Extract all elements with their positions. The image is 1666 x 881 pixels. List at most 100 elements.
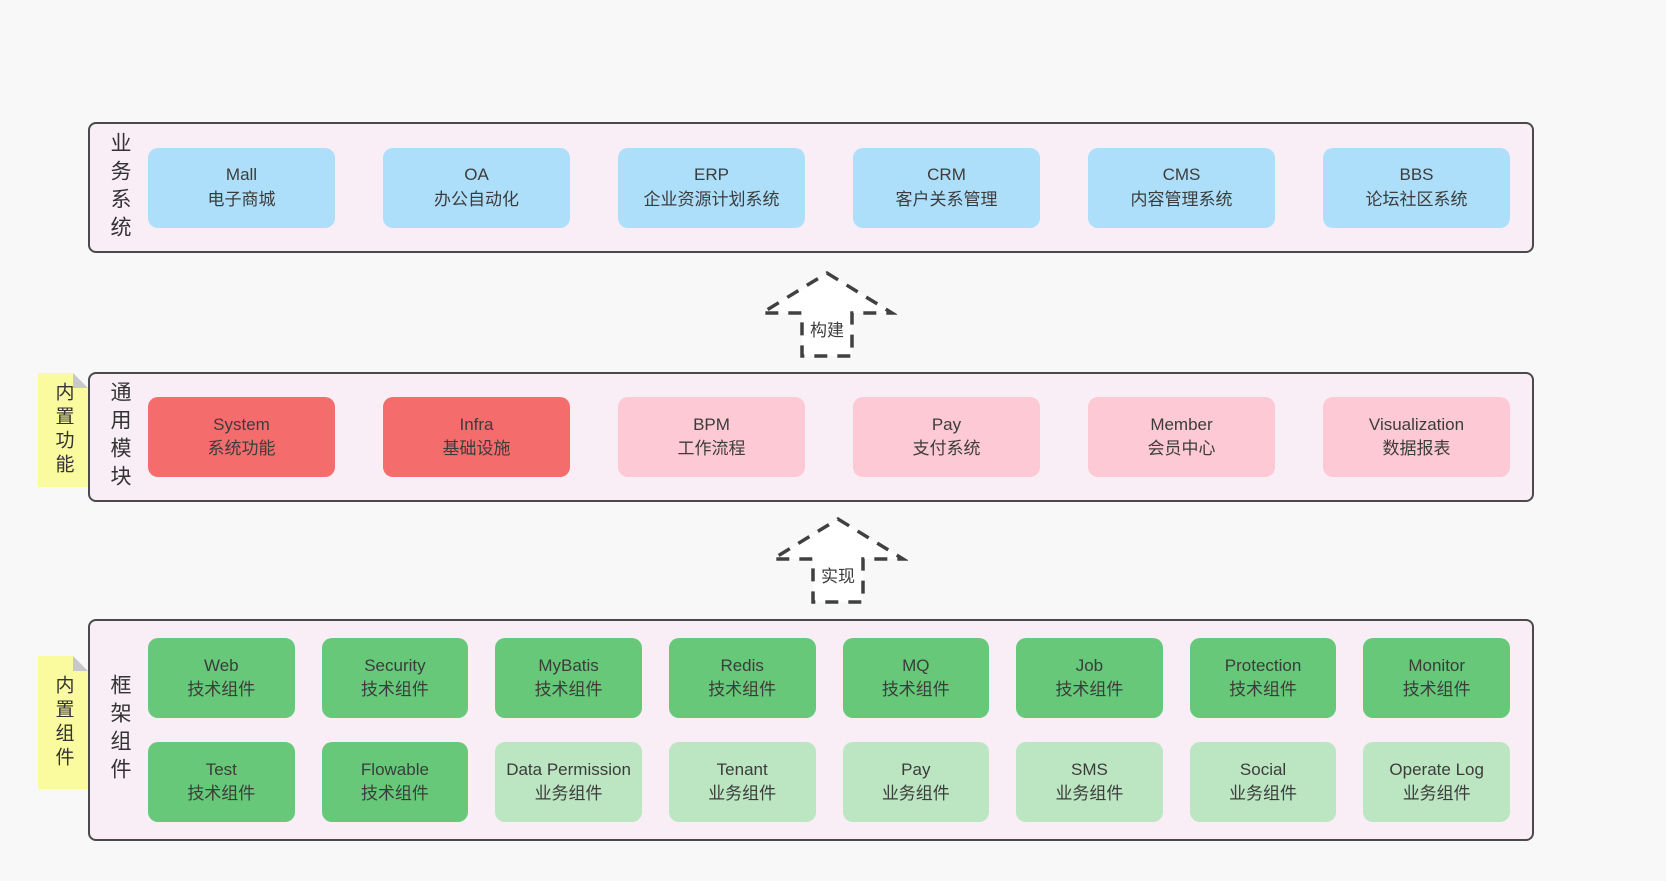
implement-arrow-label: 实现 (818, 562, 858, 587)
box-security: Security 技术组件 (321, 638, 469, 718)
box-name: SMS (1071, 759, 1108, 779)
box-desc: 业务组件 (708, 784, 777, 803)
box-name: Job (1075, 655, 1104, 675)
box-desc: 业务组件 (1402, 784, 1471, 803)
box-name: Visualization (1368, 414, 1465, 434)
box-protection: Protection 技术组件 (1189, 638, 1337, 718)
box-name: Mall (225, 165, 258, 185)
box-name: BBS (1399, 165, 1434, 185)
box-flowable: Flowable 技术组件 (321, 742, 469, 822)
business-layer-label: 业务系统 (108, 131, 131, 244)
box-name: Monitor (1408, 655, 1466, 675)
box-desc: 数据报表 (1382, 439, 1451, 458)
box-desc: 技术组件 (708, 680, 777, 699)
box-desc: 技术组件 (1229, 680, 1298, 699)
box-cms: CMS 内容管理系统 (1088, 147, 1275, 228)
components-box-row-2: Test 技术组件 Flowable 技术组件 Data Permission … (148, 742, 1510, 822)
box-oa: OA 办公自动化 (383, 147, 570, 228)
box-pay-component: Pay 业务组件 (842, 742, 990, 822)
box-desc: 技术组件 (360, 784, 429, 803)
note-text: 内置功能 (52, 382, 74, 478)
box-mq: MQ 技术组件 (842, 638, 990, 718)
box-operate-log: Operate Log 业务组件 (1363, 742, 1510, 822)
box-name: Protection (1224, 655, 1302, 675)
box-name: ERP (694, 165, 729, 185)
box-desc: 企业资源计划系统 (643, 189, 780, 209)
box-desc: 技术组件 (187, 784, 256, 803)
box-desc: 论坛社区系统 (1365, 189, 1468, 209)
box-mall: Mall 电子商城 (148, 147, 335, 228)
modules-box-area: System 系统功能 Infra 基础设施 BPM 工作流程 Pay 支付系统… (148, 374, 1532, 500)
box-name: CMS (1162, 165, 1201, 185)
box-name: OA (464, 165, 489, 185)
box-monitor: Monitor 技术组件 (1363, 638, 1510, 718)
box-desc: 电子商城 (207, 189, 276, 209)
box-desc: 支付系统 (912, 439, 981, 458)
box-social: Social 业务组件 (1189, 742, 1337, 822)
box-bpm: BPM 工作流程 (618, 397, 805, 477)
components-box-area: Web 技术组件 Security 技术组件 MyBatis 技术组件 Redi… (148, 621, 1532, 839)
box-name: Social (1239, 759, 1287, 779)
box-erp: ERP 企业资源计划系统 (618, 147, 805, 228)
business-systems-layer: 业务系统 Mall 电子商城 OA 办公自动化 ERP 企业资源计划系统 CRM… (88, 122, 1534, 253)
build-arrow-label: 构建 (807, 316, 847, 341)
box-system: System 系统功能 (148, 397, 335, 477)
framework-components-layer: 框架组件 Web 技术组件 Security 技术组件 MyBatis 技术组件… (88, 619, 1534, 841)
box-desc: 技术组件 (1402, 680, 1471, 699)
box-mybatis: MyBatis 技术组件 (495, 638, 642, 718)
box-name: Data Permission (506, 759, 631, 779)
box-job: Job 技术组件 (1016, 638, 1163, 718)
business-box-area: Mall 电子商城 OA 办公自动化 ERP 企业资源计划系统 CRM 客户关系… (148, 124, 1532, 251)
box-name: Member (1150, 414, 1213, 434)
box-desc: 技术组件 (1055, 680, 1124, 699)
box-name: BPM (693, 414, 730, 434)
sticky-note-built-in-components: 内置组件 (38, 656, 88, 789)
box-name: Redis (720, 655, 764, 675)
box-tenant: Tenant 业务组件 (668, 742, 816, 822)
sticky-note-built-in-features: 内置功能 (38, 373, 88, 487)
note-text: 内置组件 (52, 674, 74, 771)
modules-layer-label: 通用模块 (108, 381, 131, 493)
box-desc: 业务组件 (1229, 784, 1298, 803)
box-desc: 技术组件 (360, 680, 429, 699)
up-arrow-icon (768, 516, 908, 604)
components-box-row-1: Web 技术组件 Security 技术组件 MyBatis 技术组件 Redi… (148, 638, 1510, 718)
box-desc: 会员中心 (1147, 439, 1216, 458)
box-name: System (213, 414, 270, 434)
box-desc: 业务组件 (1055, 784, 1124, 803)
box-desc: 技术组件 (534, 680, 603, 699)
box-name: Operate Log (1389, 759, 1484, 779)
box-desc: 业务组件 (534, 784, 603, 803)
box-name: Flowable (360, 759, 429, 779)
box-visualization: Visualization 数据报表 (1323, 397, 1510, 477)
business-box-row: Mall 电子商城 OA 办公自动化 ERP 企业资源计划系统 CRM 客户关系… (148, 147, 1510, 228)
up-arrow-icon (757, 270, 897, 358)
box-name: CRM (927, 165, 966, 185)
box-crm: CRM 客户关系管理 (853, 147, 1040, 228)
box-member: Member 会员中心 (1088, 397, 1275, 477)
box-name: Pay (901, 759, 931, 779)
box-data-permission: Data Permission 业务组件 (495, 742, 642, 822)
box-name: Pay (931, 414, 962, 434)
box-desc: 系统功能 (207, 439, 276, 458)
box-infra: Infra 基础设施 (383, 397, 570, 477)
components-layer-label: 框架组件 (108, 674, 131, 786)
box-redis: Redis 技术组件 (668, 638, 816, 718)
box-desc: 办公自动化 (434, 189, 519, 209)
modules-box-row: System 系统功能 Infra 基础设施 BPM 工作流程 Pay 支付系统… (148, 397, 1510, 477)
box-name: Tenant (716, 759, 768, 779)
box-name: MyBatis (538, 655, 599, 675)
box-name: Infra (459, 414, 494, 434)
box-desc: 技术组件 (187, 680, 256, 699)
box-name: MQ (902, 655, 930, 675)
common-modules-layer: 通用模块 System 系统功能 Infra 基础设施 BPM 工作流程 Pay… (88, 372, 1534, 502)
build-arrow: 构建 (757, 270, 897, 360)
box-web: Web 技术组件 (148, 638, 295, 718)
box-desc: 客户关系管理 (895, 189, 998, 209)
box-name: Test (205, 759, 237, 779)
box-desc: 工作流程 (677, 439, 746, 458)
box-bbs: BBS 论坛社区系统 (1323, 147, 1510, 228)
box-desc: 基础设施 (442, 439, 511, 458)
implement-arrow: 实现 (768, 516, 908, 606)
box-name: Web (203, 655, 239, 675)
